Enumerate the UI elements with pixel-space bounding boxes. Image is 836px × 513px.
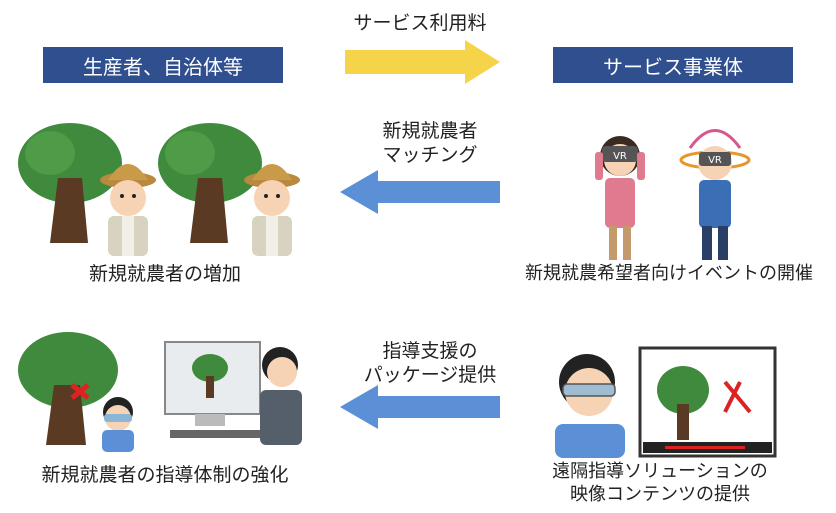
matching-label-line2: マッチング (382, 143, 478, 166)
tree-icon (158, 123, 262, 243)
farmer-icon (100, 164, 156, 256)
farmer-icon (244, 164, 300, 256)
vr-text-1: VR (613, 151, 627, 162)
vr-event-illustration: VR VR (595, 129, 751, 260)
new-farmers-illustration (18, 123, 300, 256)
smart-glasses-user-icon (555, 354, 625, 458)
instructor-icon (260, 347, 302, 445)
service-entity-box: サービス事業体 (553, 47, 793, 83)
package-label-line2: パッケージ提供 (363, 363, 497, 386)
service-entity-box-label: サービス事業体 (603, 54, 743, 79)
service-fee-arrow (345, 40, 500, 84)
monitor-icon (164, 341, 261, 438)
package-label: 指導支援の パッケージ提供 (360, 340, 500, 388)
package-label-line1: 指導支援の (382, 340, 478, 362)
matching-label-line1: 新規就農者 (382, 120, 478, 142)
vr-woman-icon: VR (595, 136, 645, 260)
remote-guidance-caption-line2: 映像コンテンツの提供 (570, 484, 750, 506)
vr-man-icon: VR (679, 129, 751, 260)
guidance-illustration (18, 332, 302, 452)
remote-guidance-illustration (555, 346, 777, 458)
remote-guidance-caption: 遠隔指導ソリューションの 映像コンテンツの提供 (520, 460, 800, 507)
producer-box-label: 生産者、自治体等 (83, 54, 243, 79)
guidance-caption: 新規就農者の指導体制の強化 (41, 464, 289, 486)
matching-label: 新規就農者 マッチング (370, 120, 490, 168)
matching-arrow (340, 170, 500, 214)
new-farmers-caption: 新規就農者の増加 (88, 263, 241, 285)
producer-box: 生産者、自治体等 (43, 47, 283, 83)
tree-icon (18, 332, 118, 445)
vr-event-caption: 新規就農希望者向けイベントの開催 (525, 263, 813, 284)
vr-text-2: VR (708, 155, 722, 166)
pruning-shears-icon (70, 383, 90, 400)
service-fee-label: サービス利用料 (353, 12, 487, 34)
package-arrow (340, 385, 500, 429)
video-player-icon (638, 346, 777, 458)
remote-guidance-caption-line1: 遠隔指導ソリューションの (552, 461, 768, 482)
tree-icon (18, 123, 122, 243)
trainee-icon (102, 397, 134, 452)
